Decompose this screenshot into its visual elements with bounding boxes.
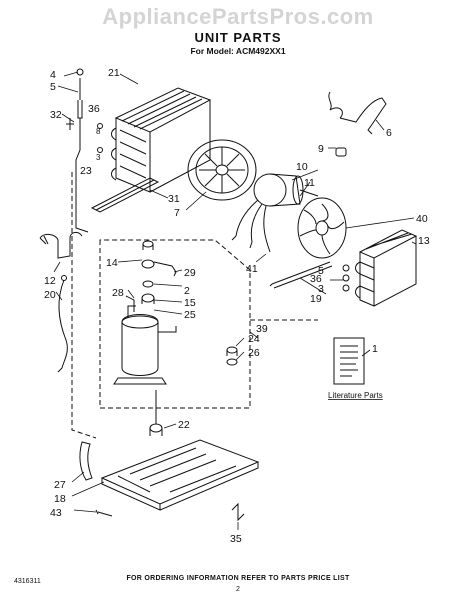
callout-22: 22 — [178, 419, 190, 431]
refrigerant-tube-part — [328, 91, 387, 135]
wiring-harness-part — [39, 231, 83, 373]
drain-channel-part — [90, 177, 160, 213]
callout-20: 20 — [44, 289, 56, 301]
callout-15: 15 — [184, 297, 196, 309]
capillary-tube-part — [66, 68, 89, 233]
literature-booklet-part — [333, 337, 365, 385]
callout-3-b: 3 — [318, 283, 324, 295]
condenser-hardware-part — [342, 264, 350, 292]
callout-36: 36 — [88, 103, 100, 115]
callout-8: 8 — [96, 127, 101, 136]
callout-13: 13 — [418, 235, 430, 247]
clip-part — [335, 147, 347, 157]
callout-6: 6 — [386, 127, 392, 139]
callout-24: 24 — [248, 333, 260, 345]
callout-31: 31 — [168, 193, 180, 205]
condenser-fan-blade-part — [297, 197, 347, 259]
callout-35: 35 — [230, 533, 242, 545]
screw-part — [95, 509, 113, 517]
callout-21: 21 — [108, 67, 120, 79]
page-title: UNIT PARTS — [194, 30, 282, 45]
callout-39: 39 — [256, 323, 268, 335]
callout-5: 5 — [50, 81, 56, 93]
callout-40: 40 — [416, 213, 428, 225]
callout-7: 7 — [174, 207, 180, 219]
fan-motor-part — [231, 173, 319, 253]
evaporator-hardware-part — [97, 123, 103, 153]
callout-1: 1 — [372, 343, 378, 355]
page-number: 2 — [236, 586, 240, 593]
callout-numbers: 4 5 36 32 8 3 23 21 6 9 10 11 31 7 40 13… — [44, 67, 430, 545]
callout-18: 18 — [54, 493, 66, 505]
callout-9: 9 — [318, 143, 324, 155]
callout-10: 10 — [296, 161, 308, 173]
leader-lines — [53, 71, 417, 530]
callout-43: 43 — [50, 507, 62, 519]
base-pan-part — [100, 439, 260, 511]
watermark: AppliancePartsPros.com — [102, 4, 374, 29]
callout-3: 3 — [96, 153, 101, 162]
spring-clip-part — [231, 502, 245, 522]
callout-11: 11 — [304, 177, 315, 189]
callout-28: 28 — [112, 287, 124, 299]
document-number: 4316311 — [14, 578, 41, 585]
callout-12: 12 — [44, 275, 56, 287]
model-subtitle: For Model: ACM492XX1 — [190, 46, 286, 56]
blower-wheel-part — [187, 139, 257, 201]
drain-hose-part — [79, 441, 93, 481]
evaporator-coil-part — [111, 87, 212, 193]
callout-32: 32 — [50, 109, 62, 121]
mounting-hardware-part — [226, 346, 238, 366]
condenser-coil-part — [355, 229, 418, 307]
callout-29: 29 — [184, 267, 196, 279]
callout-36-b: 36 — [310, 273, 322, 285]
assembly-leader-left — [71, 172, 97, 439]
callout-41: 41 — [246, 263, 258, 275]
literature-label: Literature Parts — [328, 391, 383, 400]
compressor-part — [113, 305, 177, 385]
callout-25: 25 — [184, 309, 196, 321]
ordering-note: FOR ORDERING INFORMATION REFER TO PARTS … — [126, 575, 350, 582]
callout-2: 2 — [184, 285, 190, 297]
fitting-part — [149, 390, 163, 436]
callout-26: 26 — [248, 347, 260, 359]
compressor-fittings-part — [125, 240, 177, 312]
callout-19: 19 — [310, 293, 322, 305]
assembly-outline — [99, 239, 251, 409]
callout-23: 23 — [80, 165, 92, 177]
callout-27: 27 — [54, 479, 66, 491]
fan-rod-part — [269, 261, 333, 289]
callout-14: 14 — [106, 257, 118, 269]
callout-5-b: 5 — [318, 265, 324, 277]
callout-4: 4 — [50, 69, 56, 81]
